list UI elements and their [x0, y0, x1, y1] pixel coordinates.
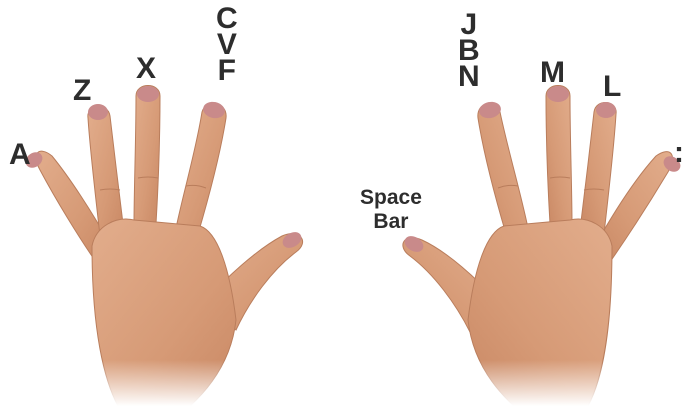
left-index-key-label-2: V: [216, 27, 237, 61]
right-index-key-label-3: N: [458, 59, 480, 93]
right-index-key-label-1: J: [460, 8, 478, 41]
space-label-line-2: Bar: [373, 210, 409, 234]
left-index-key-label-1: C: [216, 2, 238, 35]
left-index-key-labels: C V F: [216, 2, 238, 87]
left-ring-key-label: Z: [73, 74, 92, 107]
right-pinky-key-label: :: [674, 138, 682, 168]
space-label-line-1: Space: [360, 186, 422, 209]
right-index-key-label-2: B: [458, 33, 480, 67]
left-index-key-label-3: F: [217, 53, 236, 87]
left-pinky-key-label: A: [9, 138, 31, 171]
left-hand-icon: [25, 85, 303, 406]
right-thumb-key-label: Space Bar: [360, 186, 422, 234]
right-ring-key-label: L: [603, 70, 622, 103]
right-index-key-labels: J B N: [458, 8, 480, 93]
left-middle-key-label: X: [136, 52, 157, 85]
right-hand-icon: [402, 85, 681, 406]
right-middle-key-label: M: [540, 56, 565, 89]
